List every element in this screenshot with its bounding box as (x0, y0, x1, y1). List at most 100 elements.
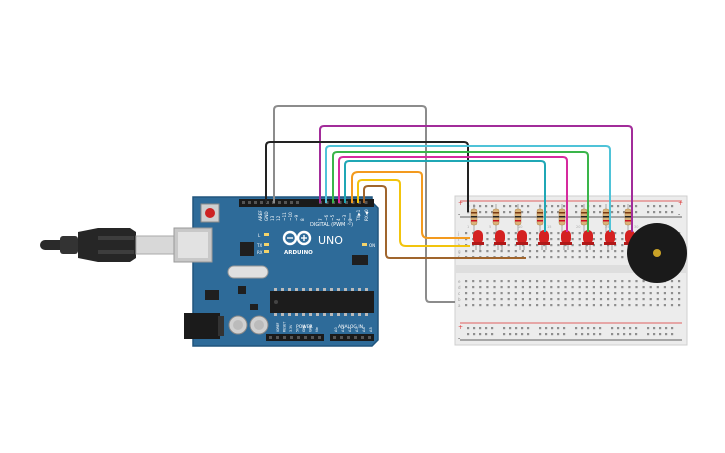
analog-pin-label: A4 (362, 327, 366, 332)
row-label-j: j (457, 231, 459, 236)
row-label-e: e (458, 279, 461, 284)
red-led (517, 230, 527, 244)
col-label-20: 20 (576, 225, 580, 229)
led-label-l: L (258, 233, 261, 238)
icsp-header (352, 255, 368, 265)
power-pin-label: RESET (283, 322, 287, 332)
red-led (539, 230, 549, 244)
col-label-5: 5 (489, 225, 491, 229)
digital-label: DIGITAL (PWM ~) (310, 222, 353, 228)
pin-label-11: ~11 (282, 212, 287, 221)
pin-label-7: 7 (318, 218, 323, 221)
arduino-logo (282, 230, 312, 246)
row-label-c: c (458, 291, 460, 296)
col-label-15: 15 (547, 225, 551, 229)
led-label-on: ON (369, 243, 375, 248)
usb-chip (240, 242, 254, 256)
col-label-25: 25 (605, 225, 609, 229)
analog-label: ANALOG IN (338, 324, 363, 330)
usb-plug-body (78, 228, 136, 262)
row-label-i: i (458, 237, 459, 242)
row-label-d: d (458, 285, 461, 290)
breadboard-center-channel (455, 265, 687, 273)
pin-label-9: ~9 (294, 214, 299, 221)
rail-top-plus-label-right: + (678, 200, 683, 207)
analog-header (330, 334, 374, 341)
wire-brown[interactable] (363, 185, 526, 259)
pin-label-3: ~3 (342, 214, 347, 221)
led-tx (264, 243, 269, 246)
pin-label-0: RX◀0 (364, 209, 369, 221)
wire-yellow[interactable] (357, 179, 470, 247)
board-model: UNO (318, 234, 343, 247)
rail-top-plus-label: + (458, 200, 463, 207)
atmega-chip (270, 291, 374, 313)
analog-pin-label: A1 (341, 327, 345, 332)
pin-label-8: 8 (300, 218, 305, 221)
pin-label-10: ~10 (288, 212, 293, 221)
led-label-tx: TX (256, 243, 262, 248)
power-pin-label: IOREF (276, 322, 280, 332)
wire-magenta[interactable] (338, 156, 568, 232)
wire-teal[interactable] (344, 160, 546, 232)
buzzer-center (653, 249, 661, 257)
led-group (472, 230, 636, 250)
led-rx (264, 250, 269, 253)
red-led (473, 230, 483, 244)
red-led (495, 230, 505, 244)
cable-collar (60, 236, 78, 254)
usb-plug-metal (135, 235, 175, 255)
resistor-group (470, 204, 632, 232)
power-pin-label: Vin (315, 327, 319, 332)
regulator (205, 290, 219, 300)
digital-header (239, 199, 374, 207)
reset-button-cap (205, 208, 215, 218)
power-pin-label: GND (302, 324, 306, 332)
led-l (264, 233, 269, 236)
rail-bottom-minus-label: - (458, 335, 460, 342)
wires (265, 105, 633, 303)
power-label: POWER (296, 324, 313, 330)
rail-top-minus-label-right: - (678, 211, 680, 218)
red-led (583, 230, 593, 244)
power-pin-label: 5V (296, 327, 300, 332)
pin-label-aref: AREF (258, 210, 263, 221)
pin-label-5: ~5 (330, 214, 335, 221)
wire-gray[interactable] (273, 105, 455, 303)
row-label-g: g (458, 249, 461, 254)
col-label-30: 30 (634, 225, 638, 229)
dc-power-jack (184, 313, 220, 339)
wire-purple[interactable] (319, 125, 633, 232)
power-pin-label: 3.3V (289, 324, 293, 332)
analog-pin-label: A2 (348, 327, 352, 332)
pin-label-2: 2 (348, 218, 353, 221)
rail-top-minus-label: - (458, 211, 460, 218)
board-brand: ARDUINO (284, 250, 313, 256)
col-label-1: 1 (467, 225, 469, 229)
pin-label-13: 13 (270, 215, 275, 221)
wire-black[interactable] (265, 141, 469, 212)
analog-pin-label: A0 (334, 327, 338, 332)
pin-label-4: 4 (336, 218, 341, 221)
power-pin-label: GND (309, 324, 313, 332)
analog-pin-label: A3 (355, 327, 359, 332)
red-led (561, 230, 571, 244)
analog-pin-label: A5 (369, 327, 373, 332)
usb-cable[interactable] (40, 228, 175, 262)
led-label-rx: RX (257, 250, 263, 255)
pin-label-12: 12 (276, 215, 281, 221)
pin-label-1: TX▶1 (356, 209, 361, 222)
rail-bottom-plus-label: + (458, 324, 463, 331)
wire-green[interactable] (332, 151, 589, 232)
arduino-uno-board[interactable]: AREF GND 13 12 ~11 ~10 ~9 8 7 ~6 ~5 4 ~3… (173, 196, 379, 347)
col-label-10: 10 (518, 225, 522, 229)
pin-label-6: ~6 (324, 214, 329, 221)
wire-orange[interactable] (351, 171, 470, 239)
red-led (605, 230, 615, 244)
crystal (227, 265, 269, 279)
piezo-buzzer[interactable] (627, 223, 687, 283)
wire-cyan[interactable] (325, 145, 611, 232)
led-on (362, 243, 367, 246)
row-label-a: a (458, 303, 461, 308)
